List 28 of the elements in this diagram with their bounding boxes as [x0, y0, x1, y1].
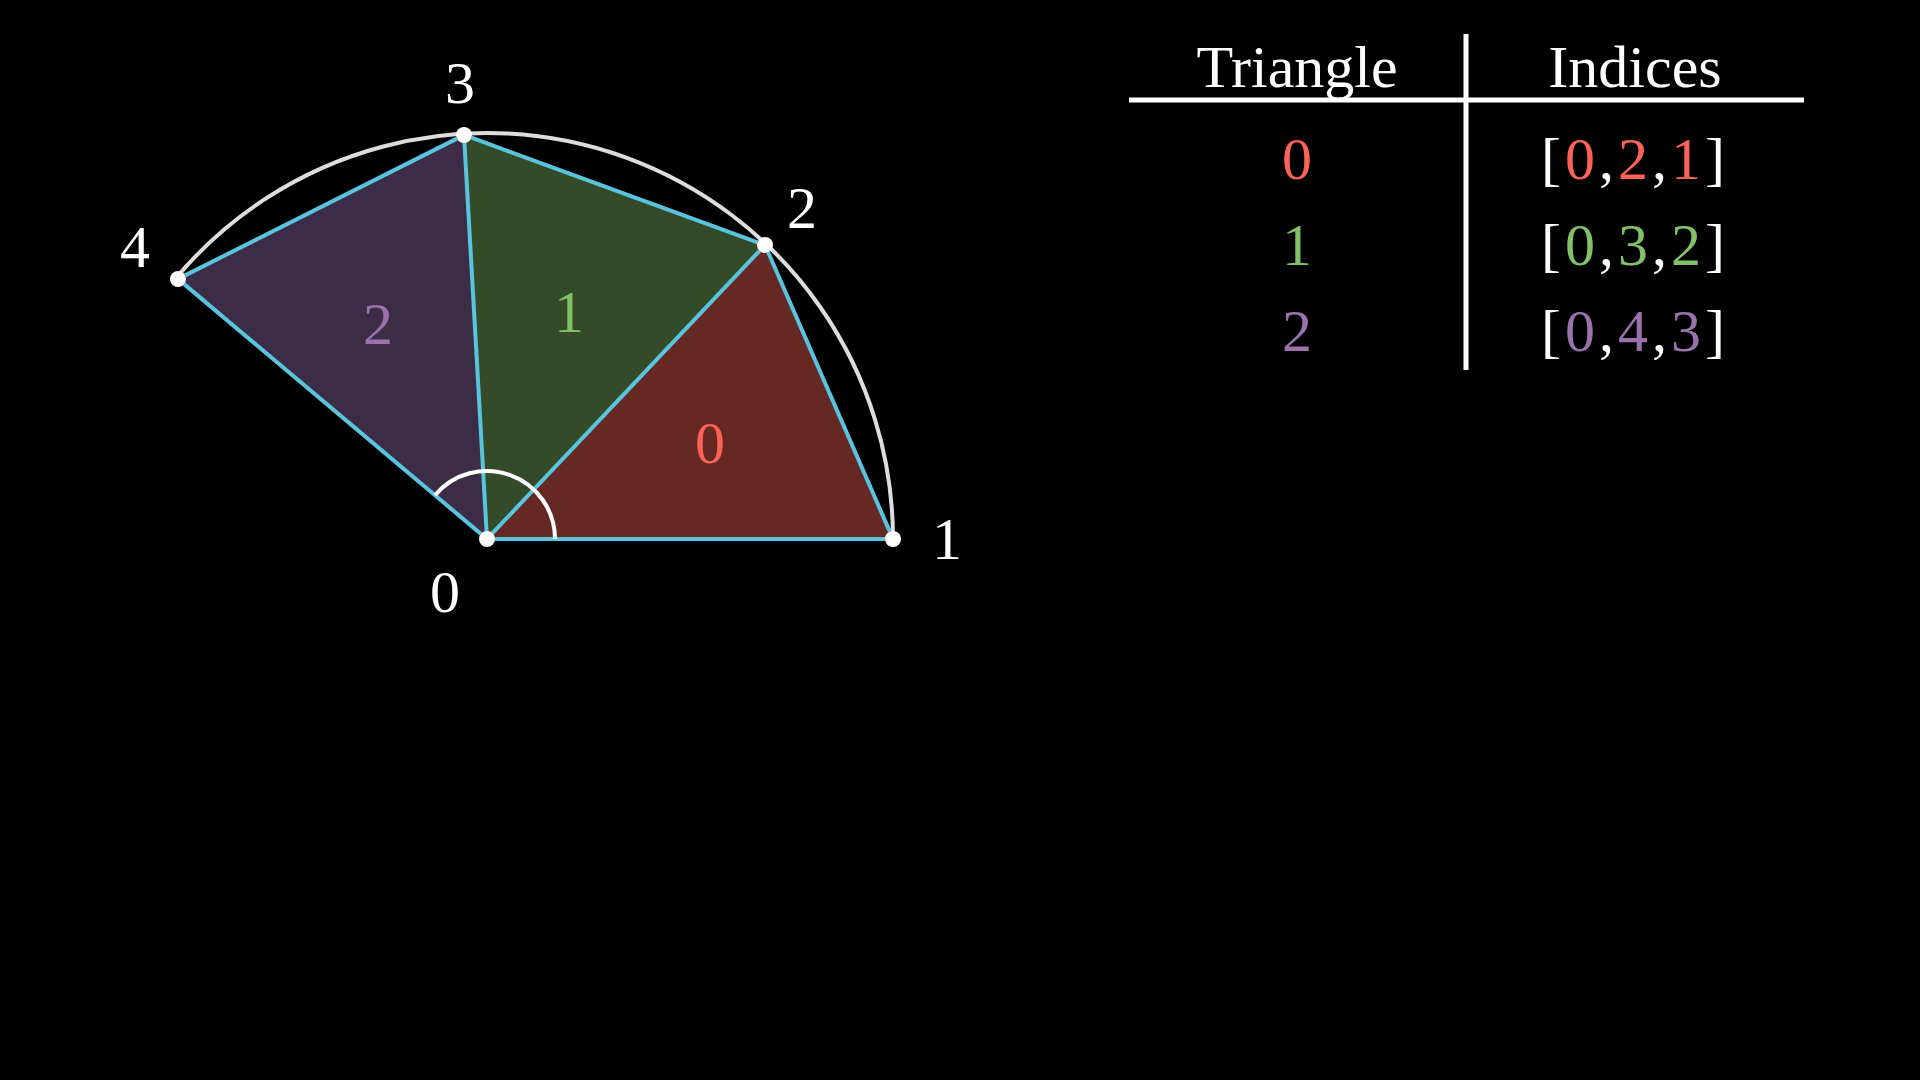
vertex-dot — [885, 531, 901, 547]
triangle-edge — [495, 537, 885, 541]
triangle-edge — [182, 282, 483, 536]
vertex-label: 3 — [445, 53, 475, 113]
vertex-label: 4 — [120, 217, 150, 277]
vertex-label: 0 — [430, 562, 460, 622]
vertex-dot — [456, 127, 472, 143]
triangle-index: 0 — [1282, 129, 1312, 189]
vertex-dot — [757, 237, 773, 253]
vertex-label: 2 — [787, 178, 817, 238]
vertex-label: 1 — [932, 509, 962, 569]
vertex-dot — [170, 271, 186, 287]
column-header: Indices — [1548, 37, 1722, 97]
triangle-edge — [766, 251, 892, 533]
triangle-edge — [470, 135, 759, 245]
vertex-indices: [0,2,1] — [1541, 129, 1729, 189]
triangle-edge — [462, 142, 489, 532]
triangle-number: 2 — [363, 294, 393, 354]
triangle-edge — [184, 136, 458, 278]
column-header: Triangle — [1196, 37, 1398, 97]
triangle-index: 1 — [1282, 215, 1312, 275]
triangle-number: 1 — [554, 282, 584, 342]
triangle-number: 0 — [695, 413, 725, 473]
triangle-edge — [491, 249, 761, 535]
vertex-indices: [0,3,2] — [1541, 215, 1729, 275]
vertex-dot — [479, 531, 495, 547]
vertex-indices: [0,4,3] — [1541, 301, 1729, 361]
triangle-index: 2 — [1282, 301, 1312, 361]
